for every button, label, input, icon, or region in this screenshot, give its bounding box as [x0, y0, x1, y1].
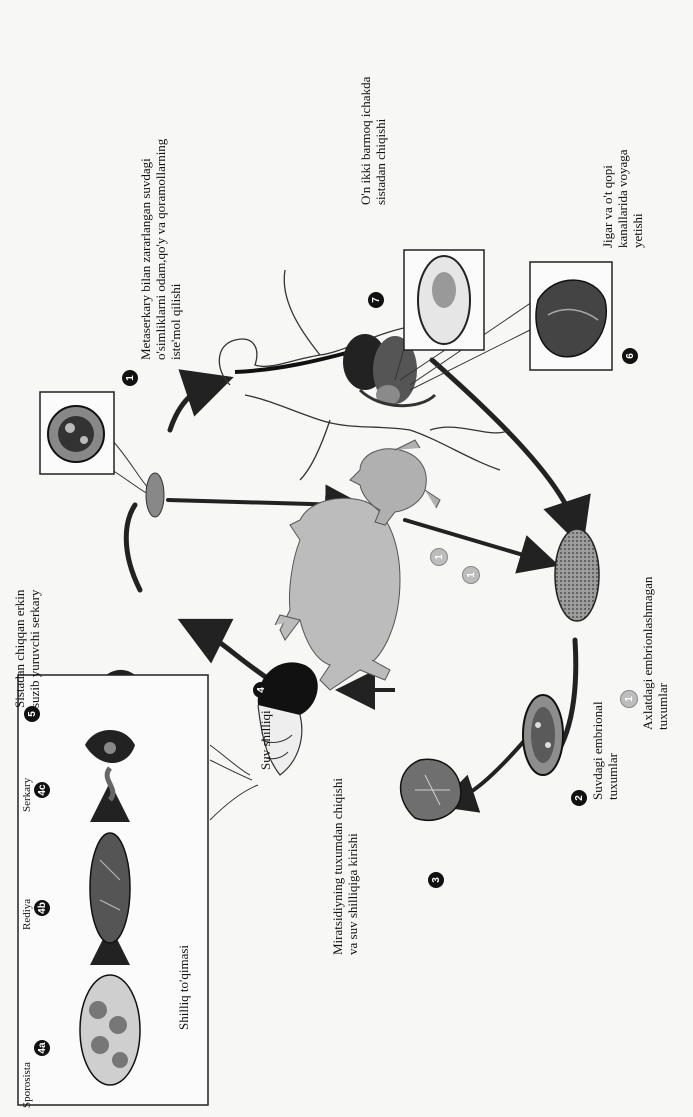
- label-unembryonated-eggs: Axlatdagi embrionlashmagan tuxumlar: [640, 577, 670, 730]
- marker-4a: 4a: [34, 1040, 50, 1056]
- arrow-metacercaria-to-host: [170, 385, 210, 430]
- marker-water-egg: 2: [571, 790, 587, 806]
- label-liver-maturation: Jigar va o't qopi kanallarida voyaga yet…: [600, 149, 645, 248]
- marker-2-excystment: 7: [368, 292, 384, 308]
- arrow-water-egg-to-miracidium: [455, 740, 525, 800]
- sporocyst: [80, 975, 140, 1085]
- label-ingestion: Metaserkary bilan zararlangan suvdagi o'…: [138, 139, 183, 360]
- cow-illustration: [275, 498, 400, 690]
- metacercaria-cyst: [146, 473, 164, 517]
- label-serkary: Serkary: [20, 778, 35, 812]
- label-free-cercaria: Sistadan chiqqan erkin suzib yuruvchi se…: [12, 590, 42, 708]
- embryonated-egg: [523, 695, 563, 775]
- redia: [90, 833, 130, 943]
- marker-snail: 4: [253, 682, 269, 698]
- marker-1: 1: [122, 370, 138, 386]
- marker-animal-a: 1: [430, 548, 448, 566]
- marker-feces: 1: [620, 690, 638, 708]
- unembryonated-egg: [555, 529, 599, 621]
- marker-4b: 4b: [34, 900, 50, 916]
- label-redia: Rediya: [20, 899, 35, 930]
- label-embryonated-eggs: Suvdagi embrional tuxumlar: [590, 701, 620, 800]
- label-duodenum-excystment: O'n ikki barmoq ichakda sistadan chiqish…: [358, 77, 388, 205]
- marker-adult: 6: [622, 348, 638, 364]
- label-snail-tissue: Shilliq to'qimasi: [176, 945, 191, 1030]
- miracidium: [401, 759, 461, 820]
- arrow-intestine-to-liver: [432, 360, 575, 525]
- arrow-cercaria-to-metacercaria: [126, 505, 140, 590]
- label-miracidium-hatching: Miratsidiyning tuxumdan chiqishi va suv …: [330, 778, 360, 955]
- marker-4c: 4c: [34, 782, 50, 798]
- marker-miracidium: 3: [428, 872, 444, 888]
- arrow-snail-to-cercaria: [200, 630, 270, 680]
- marker-animal-b: 1: [462, 566, 480, 584]
- arrow-animals-to-feces: [405, 520, 540, 560]
- label-sporocyst: Sporosista: [20, 1062, 35, 1108]
- label-snail: Suv shilliqi: [258, 710, 273, 770]
- marker-5: 5: [24, 706, 40, 722]
